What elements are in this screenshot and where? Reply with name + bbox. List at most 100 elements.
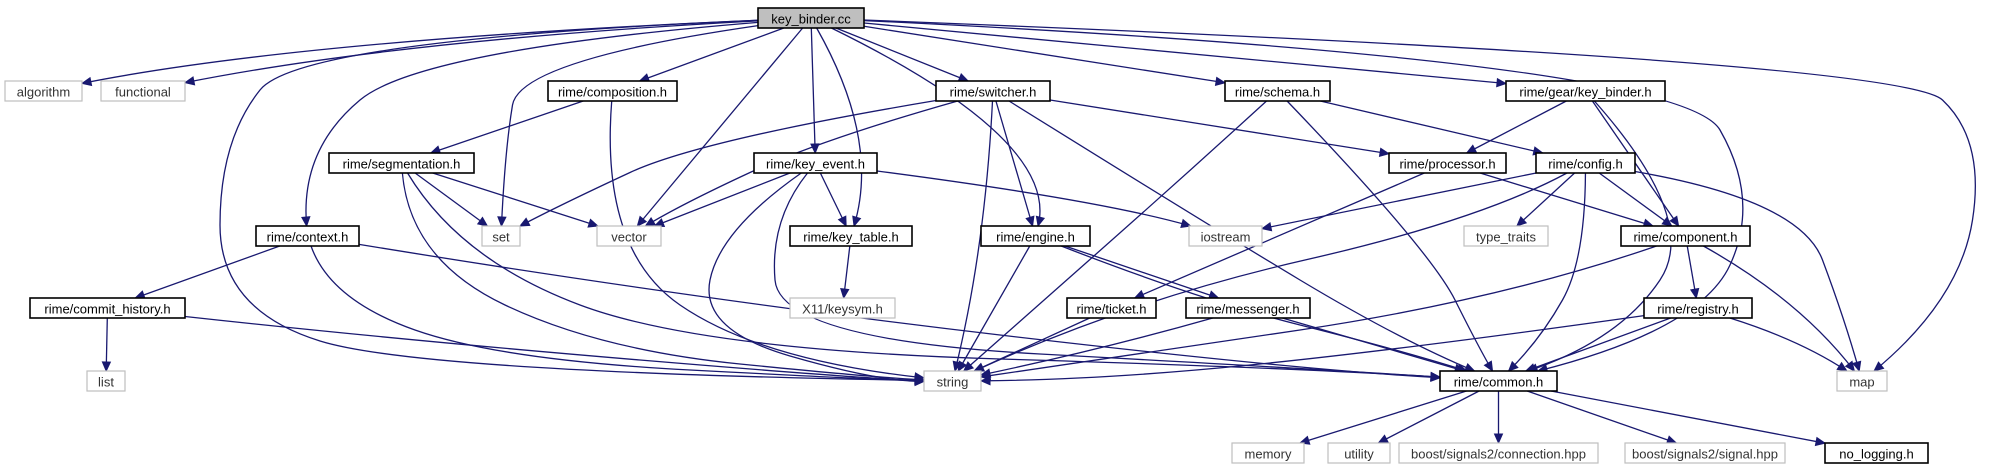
node-processor_h[interactable]: rime/processor.h xyxy=(1388,152,1507,174)
node-messenger_h[interactable]: rime/messenger.h xyxy=(1185,297,1311,319)
node-signals2_signal_hpp: boost/signals2/signal.hpp xyxy=(1624,442,1786,464)
edge-arrowhead xyxy=(1260,222,1273,232)
edge-line xyxy=(863,22,1507,85)
node-label: rime/context.h xyxy=(267,230,349,245)
node-component_h[interactable]: rime/component.h xyxy=(1620,225,1751,247)
edge-arrowhead xyxy=(973,362,985,372)
node-box xyxy=(1624,442,1786,464)
node-label: rime/common.h xyxy=(1454,375,1544,390)
edge-line xyxy=(1479,172,1654,227)
edge-arrowhead xyxy=(518,217,531,227)
edge-switcher_h-to-set xyxy=(518,99,937,227)
edge-line xyxy=(995,100,1034,227)
edge-line xyxy=(980,245,1657,378)
node-box xyxy=(1535,152,1636,174)
node-box xyxy=(789,225,913,247)
edge-line xyxy=(980,317,1213,376)
edge-arrowhead xyxy=(1180,218,1192,228)
node-switcher_h[interactable]: rime/switcher.h xyxy=(935,80,1051,102)
edge-line xyxy=(1134,172,1425,299)
edge-arrowhead xyxy=(810,143,820,155)
edge-key_binder_cc-to-gear_key_binder_h xyxy=(863,22,1508,88)
node-key_table_h[interactable]: rime/key_table.h xyxy=(789,225,913,247)
edge-arrowhead xyxy=(1465,144,1478,154)
node-common_h[interactable]: rime/common.h xyxy=(1439,370,1558,392)
edge-arrowhead xyxy=(957,360,968,373)
edge-line xyxy=(1729,317,1848,372)
edge-line xyxy=(1516,172,1576,227)
node-no_logging_h[interactable]: no_logging.h xyxy=(1824,442,1929,464)
node-commit_history_h[interactable]: rime/commit_history.h xyxy=(29,297,186,319)
edge-line xyxy=(816,27,863,227)
node-label: map xyxy=(1849,375,1874,390)
edge-key_binder_cc-to-engine_h xyxy=(831,27,1046,228)
edge-key_binder_cc-to-map xyxy=(863,19,1976,372)
edge-commit_history_h-to-list xyxy=(101,317,112,373)
node-key_event_h[interactable]: rime/key_event.h xyxy=(753,152,878,174)
edge-line xyxy=(773,172,1441,378)
edge-arrowhead xyxy=(1214,76,1227,87)
edge-arrowhead xyxy=(101,361,112,373)
edge-key_binder_cc-to-string xyxy=(219,19,926,386)
node-composition_h[interactable]: rime/composition.h xyxy=(547,80,678,102)
node-box xyxy=(1231,442,1305,464)
edge-line xyxy=(609,100,925,379)
edge-line xyxy=(1299,390,1467,444)
node-registry_h[interactable]: rime/registry.h xyxy=(1643,297,1753,319)
edge-registry_h-to-string xyxy=(979,314,1645,386)
edge-arrowhead xyxy=(587,218,600,228)
node-box xyxy=(1388,152,1507,174)
node-box xyxy=(789,297,896,319)
edge-key_binder_cc-to-set xyxy=(497,25,759,228)
edge-arrowhead xyxy=(914,375,926,386)
node-box xyxy=(1066,297,1157,319)
node-context_h[interactable]: rime/context.h xyxy=(255,225,360,247)
edge-arrowhead xyxy=(1515,216,1528,227)
node-engine_h[interactable]: rime/engine.h xyxy=(980,225,1091,247)
edge-line xyxy=(1703,245,1855,372)
edge-line xyxy=(358,243,1441,379)
edge-line xyxy=(1550,390,1826,444)
node-label: rime/registry.h xyxy=(1657,302,1738,317)
edge-schema_h-to-string xyxy=(962,100,1267,372)
edge-line xyxy=(1049,99,1390,155)
node-label: rime/schema.h xyxy=(1235,85,1320,100)
node-label: rime/component.h xyxy=(1633,230,1737,245)
edge-arrowhead xyxy=(183,76,196,86)
node-string: string xyxy=(923,370,982,392)
node-label: set xyxy=(492,230,510,245)
node-map: map xyxy=(1836,370,1888,392)
node-iostream: iostream xyxy=(1188,225,1263,247)
node-box xyxy=(1824,442,1929,464)
edge-line xyxy=(1378,390,1480,444)
edge-composition_h-to-segmentation_h xyxy=(429,100,584,155)
node-x11_keysym_h: X11/keysym.h xyxy=(789,297,896,319)
node-ticket_h[interactable]: rime/ticket.h xyxy=(1066,297,1157,319)
edge-key_binder_cc-to-schema_h xyxy=(863,25,1227,87)
node-label: utility xyxy=(1344,447,1374,462)
edge-line xyxy=(876,170,1191,227)
node-label: algorithm xyxy=(17,85,70,100)
edge-arrowhead xyxy=(1507,360,1519,372)
node-label: iostream xyxy=(1201,230,1251,245)
node-gear_key_binder_h[interactable]: rime/gear/key_binder.h xyxy=(1505,80,1666,102)
edge-line xyxy=(863,25,1226,84)
edge-arrowhead xyxy=(1298,435,1311,445)
edge-key_binder_cc-to-functional xyxy=(183,20,759,86)
node-label: rime/switcher.h xyxy=(950,85,1037,100)
node-key_binder_cc[interactable]: key_binder.cc xyxy=(757,7,865,29)
node-config_h[interactable]: rime/config.h xyxy=(1535,152,1636,174)
edge-arrowhead xyxy=(1873,361,1885,372)
edge-schema_h-to-common_h xyxy=(1286,100,1494,373)
node-memory: memory xyxy=(1231,442,1305,464)
edge-arrowhead xyxy=(1836,361,1848,372)
node-box xyxy=(757,7,865,29)
node-box xyxy=(100,80,186,102)
edge-arrowhead xyxy=(644,216,657,227)
node-schema_h[interactable]: rime/schema.h xyxy=(1224,80,1331,102)
node-box xyxy=(1188,225,1263,247)
edge-line xyxy=(519,99,937,227)
edge-arrowhead xyxy=(1377,434,1390,444)
node-segmentation_h[interactable]: rime/segmentation.h xyxy=(328,152,475,174)
